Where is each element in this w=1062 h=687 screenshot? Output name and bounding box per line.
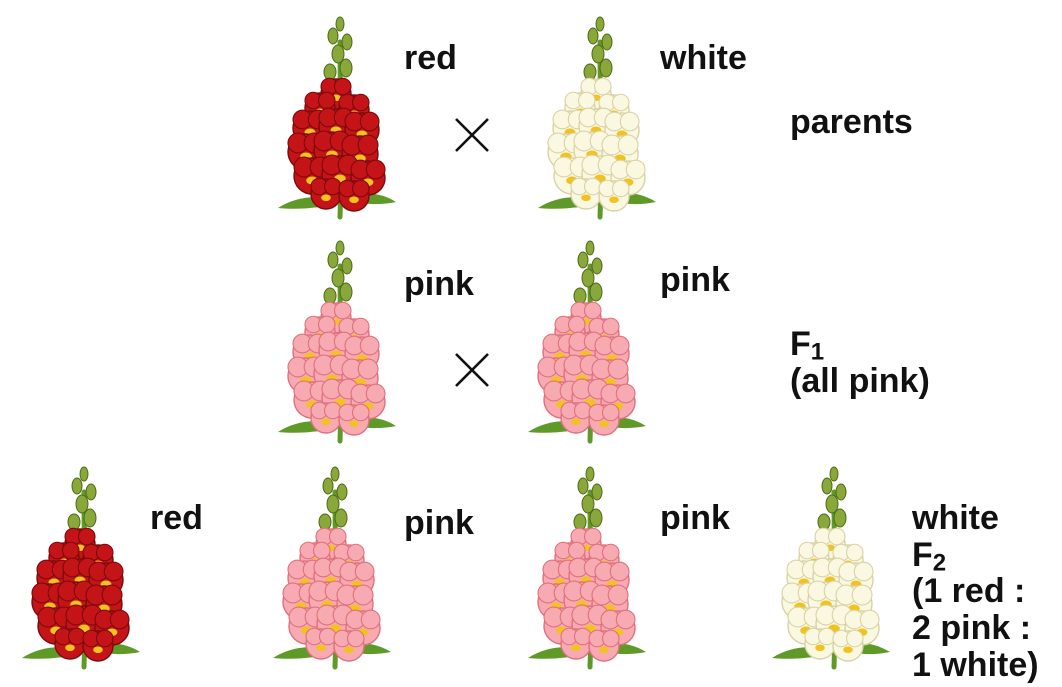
flower-f2-white xyxy=(764,462,904,672)
flower-f2-pink-right xyxy=(520,462,660,672)
flower-f2-pink-left xyxy=(265,462,405,672)
label-parent-white: white xyxy=(660,40,747,77)
label-parent-red: red xyxy=(404,40,457,77)
f1-title: F1 xyxy=(790,326,930,363)
label-f1-pink-left: pink xyxy=(404,266,474,303)
f2-ratio-line-3: 1 white) xyxy=(912,647,1039,684)
label-f2-pink-right: pink xyxy=(660,500,730,537)
flower-f1-pink-right xyxy=(520,236,660,446)
cross-symbol-icon xyxy=(452,350,492,390)
flower-parent-white xyxy=(530,12,670,222)
flower-f1-pink-left xyxy=(270,236,410,446)
label-f2-white: white xyxy=(912,500,1039,537)
cross-symbol-icon xyxy=(452,115,492,155)
label-f2-group: white F2 (1 red : 2 pink : 1 white) xyxy=(912,500,1039,684)
label-f1-pink-right: pink xyxy=(660,262,730,299)
label-f2-red: red xyxy=(150,500,203,537)
label-f1: F1 (all pink) xyxy=(790,326,930,399)
label-f2-pink-left: pink xyxy=(404,505,474,542)
f2-ratio-line-2: 2 pink : xyxy=(912,610,1039,647)
f1-note: (all pink) xyxy=(790,363,930,400)
flower-f2-red xyxy=(14,462,154,672)
f2-title: F2 xyxy=(912,537,1039,574)
flower-parent-red xyxy=(270,12,410,222)
f2-ratio-line-1: (1 red : xyxy=(912,573,1039,610)
label-parents: parents xyxy=(790,104,913,141)
